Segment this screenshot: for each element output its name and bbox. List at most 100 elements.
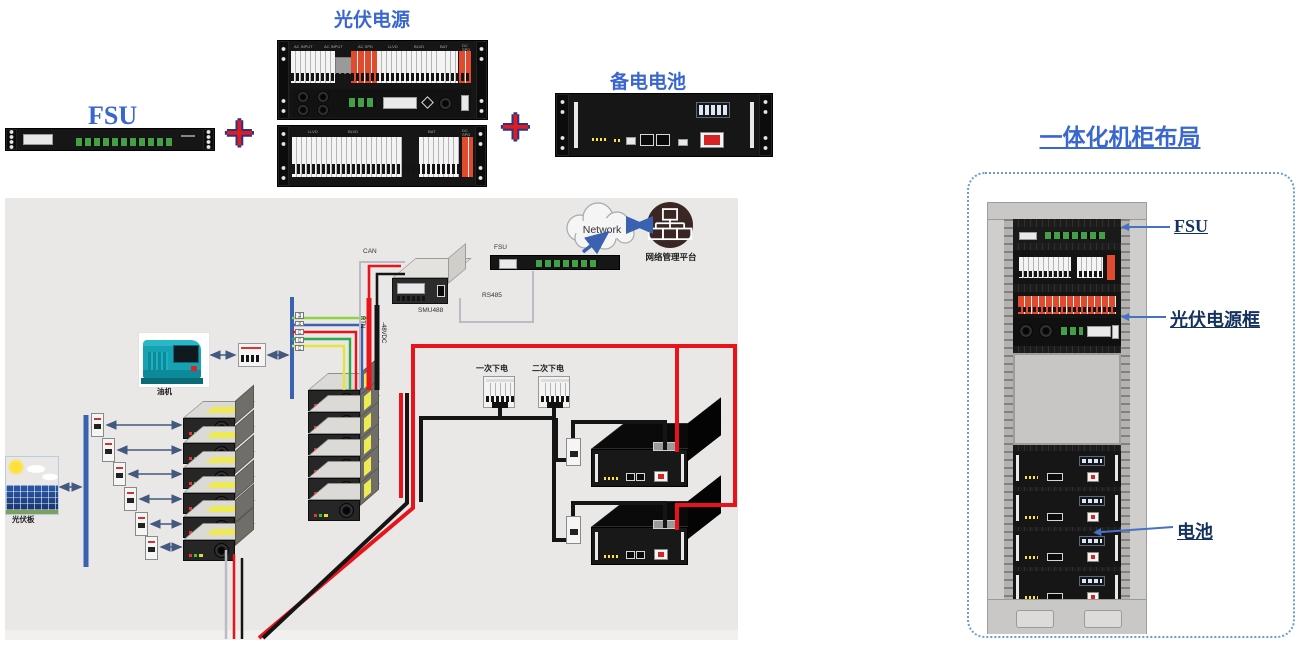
status-leds [1025,516,1038,519]
backup-battery-unit [555,93,773,157]
handle-bar [595,454,598,482]
rack-ear [476,41,487,119]
battery-feed-breaker [566,438,581,466]
ethernet-port [640,134,654,146]
battery-breaker [700,132,724,148]
battery-front [591,449,688,487]
fan [1019,324,1033,338]
panel-section-label: BAT [428,129,436,134]
bank-breakers [486,383,514,396]
pv-string-breaker [102,438,115,462]
primary-cut-label: 一次下电 [476,364,508,373]
battery-breaker [1087,512,1099,522]
smu-front [392,278,448,304]
ethernet-port [636,551,645,559]
nms-platform-icon [647,202,693,248]
breaker-toggles [1019,271,1103,277]
handle-bar [1016,535,1019,561]
fsu-display [499,259,517,269]
panel-section-label: AC INPUT [294,44,313,49]
breaker-toggles [241,355,261,362]
fan [317,91,329,103]
ethernet-port [626,473,635,481]
bank-rail [541,379,569,382]
panel-section-label: BAT [440,44,448,49]
backup-battery-label: 备电电池 [610,72,687,93]
handle-bar [1115,575,1118,601]
handle-bar [1115,455,1118,481]
power-switch [461,95,469,111]
pv-power-unit-bottom: LLVD BLVD BAT DC SPD [277,125,487,187]
bank-rail [486,379,514,382]
battery-gauge [696,102,730,118]
connector [626,137,636,145]
generator-switch [191,366,197,371]
rack-post [1121,219,1130,599]
battery-breaker [1087,472,1099,482]
breaker-mark [241,347,261,349]
ethernet-port [636,473,645,481]
panel-section-label: BLVD [414,44,425,49]
cab-pv-frame-callout: 光伏电源框 [1170,310,1260,330]
cabinet [987,202,1147,634]
cab-breaker-panel-1 [1013,250,1121,284]
fsu-arrow-line [1128,226,1170,228]
panel-section-label: AC SPD [358,44,373,49]
battery-breaker [654,549,668,560]
ethernet-port [1047,553,1063,561]
battery-box [591,475,723,567]
handle-bar [1016,575,1019,601]
wire-tag: N [295,321,304,326]
bank-breakers [541,383,569,396]
smu-buttons [397,296,427,301]
pv-string-breaker [145,536,158,560]
wire-tag: L3 [295,345,304,352]
ethernet-port [626,551,635,559]
bank-bus [547,402,563,408]
equipment-column [1013,219,1121,607]
primary-cut-breakers [483,376,515,408]
dc48-label: -48VDC [380,322,386,344]
psu-row [291,89,471,117]
controller-display [1087,326,1111,337]
power-switch [1112,325,1119,339]
secondary-cut-label: 二次下电 [532,364,564,373]
handle-bar [1115,535,1118,561]
fsu-terminals [76,138,172,146]
brand-diamond-icon [421,96,434,109]
pv-string-breaker [91,413,104,437]
org-chart-icon [647,208,693,241]
pv-string-breaker [113,462,126,486]
nms-label: 网络管理平台 [645,252,697,262]
breaker-rocker [704,135,720,145]
plus-icon: + [500,97,531,157]
panel-section-label: DC SPD [462,128,471,137]
fsu-device [5,128,215,151]
cabinet-foot [1016,610,1054,628]
controller-display [383,97,417,109]
connector [678,139,688,146]
handle-bar [681,454,684,482]
battery-gauge [1079,576,1105,586]
smu-label: SMU488 [418,307,444,314]
secondary-cut-breakers [538,376,570,408]
plus-icon: + [224,103,255,163]
status-leds [614,139,622,142]
battery-arrow-line [1100,526,1174,534]
network-label: Network [583,224,622,236]
wire-tag: PE [295,312,304,320]
smu-side [448,242,466,284]
cab-battery-callout: 电池 [1177,522,1213,542]
panel-section-label: BLVD [348,129,359,134]
status-leds [1025,556,1038,559]
fan [297,91,309,103]
pv-power-unit-top: AC INPUT AC INPUT AC SPD LLVD BLVD BAT D… [277,40,488,120]
fsu-display [23,134,53,145]
handle-bar [1016,455,1019,481]
grass [6,510,58,514]
generator-body [143,340,201,378]
handle-bar [595,532,598,560]
vent-rail [1013,284,1121,292]
cab-fsu-callout: FSU [1174,216,1209,236]
rs485-label: RS485 [482,292,502,299]
